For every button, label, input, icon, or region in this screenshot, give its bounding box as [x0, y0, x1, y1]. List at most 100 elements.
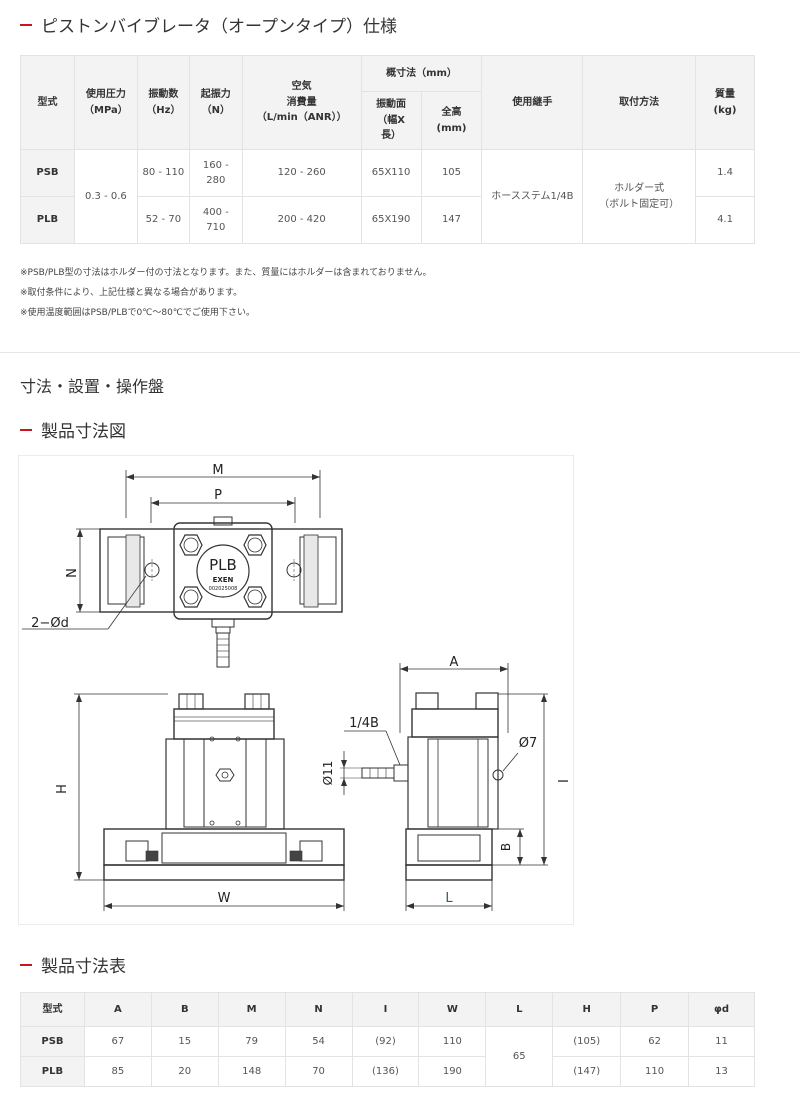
section-divider — [0, 352, 800, 353]
spec-heading: ピストンバイブレータ（オープンタイプ）仕様 — [20, 12, 397, 37]
spec-notes: ※PSB/PLB型の寸法はホルダー付の寸法となります。また、質量にはホルダーは含… — [20, 263, 432, 323]
mass-cell: 1.4 — [695, 149, 755, 197]
drawing-heading: 製品寸法図 — [20, 417, 126, 442]
label-p: P — [214, 488, 222, 503]
dim-cell-h: (147) — [552, 1056, 622, 1087]
dim-col-header: L — [485, 992, 554, 1027]
mount-cell: ホルダー式 （ボルト固定可） — [582, 149, 697, 244]
heading-dash — [20, 963, 32, 966]
label-d11: Ø11 — [321, 761, 335, 786]
mass-cell: 4.1 — [695, 196, 755, 244]
drawing-heading-text: 製品寸法図 — [41, 422, 126, 442]
dimension-drawing: M P N PL — [18, 455, 574, 925]
heading-dash — [20, 428, 32, 431]
dim-cell-n: 70 — [284, 1056, 353, 1087]
dim-cell-l: 65 — [485, 1026, 554, 1087]
label-i: I — [554, 779, 569, 783]
front-view: H W — [55, 693, 345, 911]
col-mount: 取付方法 — [582, 55, 697, 150]
dim-col-header: M — [217, 992, 286, 1027]
serial-stamp: 002025008 — [209, 586, 238, 592]
dim-cell-d: 13 — [688, 1056, 755, 1087]
side-view: A 1/4B Ø11 Ø7 — [321, 655, 569, 911]
table-row: PSB 0.3 - 0.6 80 - 110 160 - 280 120 - 2… — [20, 149, 755, 244]
label-w: W — [218, 891, 231, 906]
force-cell: 400 - 710 — [188, 196, 243, 244]
spec-heading-text: ピストンバイブレータ（オープンタイプ）仕様 — [41, 17, 397, 37]
label-m: M — [212, 463, 223, 478]
brand-stamp: EXEN — [213, 576, 234, 584]
top-view: M P N PL — [22, 463, 343, 668]
dim-cell-h: (105) — [552, 1026, 622, 1057]
model-stamp: PLB — [209, 556, 237, 574]
col-pressure: 使用圧力 （MPa） — [73, 55, 138, 150]
dim-col-header: B — [150, 992, 219, 1027]
dim-col-header: φd — [688, 992, 755, 1027]
dim-cell-a: 67 — [83, 1026, 152, 1057]
row-model: PSB — [20, 149, 75, 197]
col-mass: 質量 (kg) — [695, 55, 755, 150]
col-fitting: 使用継手 — [481, 55, 584, 150]
label-b: B — [499, 843, 513, 851]
face-cell: 65X110 — [360, 149, 422, 197]
dim-col-header: N — [284, 992, 353, 1027]
col-face: 振動面 （幅X 長） — [360, 91, 422, 150]
table-row: PSB 67 15 79 54 (92) 110 65 (105) 62 11 — [20, 1026, 755, 1087]
dim-cell-w: 190 — [418, 1056, 487, 1087]
spec-table: 型式 使用圧力 （MPa） 振動数 （Hz） 起振力 （N） 空気 消費量 （L… — [20, 55, 755, 244]
col-dims: 概寸法（mm） — [360, 55, 483, 92]
label-a: A — [450, 655, 459, 670]
dim-row-model: PLB — [20, 1056, 85, 1087]
face-cell: 65X190 — [360, 196, 422, 244]
dim-col-header: 型式 — [20, 992, 85, 1027]
dim-cell-a: 85 — [83, 1056, 152, 1087]
dim-cell-m: 148 — [217, 1056, 286, 1087]
section-title: 寸法・設置・操作盤 — [20, 377, 165, 396]
dim-cell-b: 15 — [150, 1026, 219, 1057]
note-line: ※使用温度範囲はPSB/PLBで0℃～80℃でご使用下さい。 — [20, 308, 255, 318]
heading-dash — [20, 23, 32, 26]
dim-table-heading: 製品寸法表 — [20, 952, 126, 977]
label-l: L — [445, 891, 453, 906]
dim-cell-b: 20 — [150, 1056, 219, 1087]
table-row: PLB 52 - 70 400 - 710 200 - 420 65X190 1… — [20, 196, 755, 244]
dim-cell-w: 110 — [418, 1026, 487, 1057]
dim-table-heading-text: 製品寸法表 — [41, 957, 126, 977]
dim-col-header: H — [552, 992, 622, 1027]
dim-cell-i: (92) — [351, 1026, 420, 1057]
height-cell: 105 — [420, 149, 483, 197]
dim-col-header: W — [418, 992, 487, 1027]
air-cell: 120 - 260 — [241, 149, 362, 197]
label-hole: 2−Ød — [31, 616, 69, 631]
dim-cell-n: 54 — [284, 1026, 353, 1057]
dim-row-model: PSB — [20, 1026, 85, 1057]
note-line: ※PSB/PLB型の寸法はホルダー付の寸法となります。また、質量にはホルダーは含… — [20, 268, 432, 278]
col-height: 全高 (mm) — [420, 91, 483, 150]
dim-col-header: P — [620, 992, 690, 1027]
force-cell: 160 - 280 — [188, 149, 243, 197]
freq-cell: 80 - 110 — [136, 149, 190, 197]
dim-col-header: I — [351, 992, 420, 1027]
drawing-frame — [18, 455, 574, 925]
col-force: 起振力 （N） — [188, 55, 243, 150]
note-line: ※取付条件により、上記仕様と異なる場合があります。 — [20, 288, 243, 298]
col-air: 空気 消費量 （L/min（ANR）） — [241, 55, 362, 150]
row-model: PLB — [20, 196, 75, 244]
dim-cell-p: 62 — [620, 1026, 690, 1057]
label-port: 1/4B — [349, 716, 379, 731]
col-freq: 振動数 （Hz） — [136, 55, 190, 150]
label-h: H — [55, 784, 70, 794]
air-cell: 200 - 420 — [241, 196, 362, 244]
label-n: N — [62, 568, 77, 578]
dim-cell-m: 79 — [217, 1026, 286, 1057]
table-row: PLB 85 20 148 70 (136) 190 (147) 110 13 — [20, 1056, 755, 1087]
dim-cell-d: 11 — [688, 1026, 755, 1057]
dim-table: 型式 A B M N I W L H P φd PSB 67 15 79 54 … — [20, 992, 755, 1087]
height-cell: 147 — [420, 196, 483, 244]
pressure-cell: 0.3 - 0.6 — [73, 149, 138, 244]
label-d7: Ø7 — [519, 736, 538, 751]
dim-col-header: A — [83, 992, 152, 1027]
col-model: 型式 — [20, 55, 75, 150]
dim-cell-i: (136) — [351, 1056, 420, 1087]
dim-cell-p: 110 — [620, 1056, 690, 1087]
